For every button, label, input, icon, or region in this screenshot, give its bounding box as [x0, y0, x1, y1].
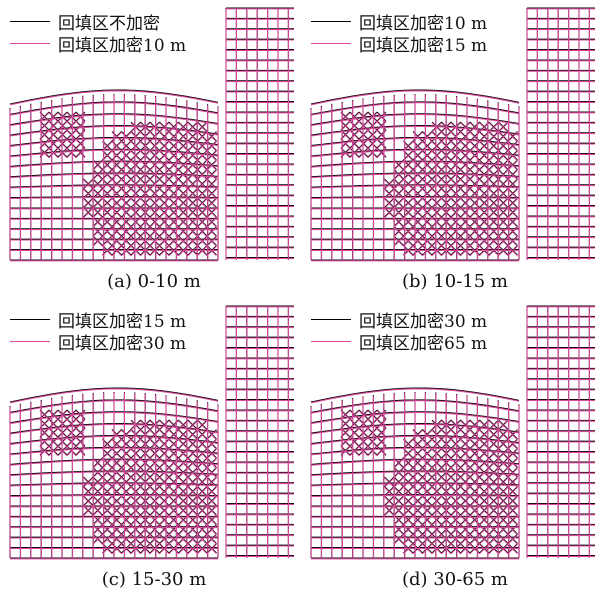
mesh-pink-triangles — [340, 112, 518, 257]
legend-item: 回填区加密10 m — [10, 32, 187, 56]
legend-item: 回填区加密65 m — [311, 330, 488, 354]
legend-line-pink — [10, 340, 50, 342]
legend-line-pink — [311, 42, 351, 44]
mesh-pink-triangles — [340, 410, 518, 555]
legend-line-pink — [311, 340, 351, 342]
legend-line-black — [311, 318, 351, 320]
legend-line-black — [311, 20, 351, 22]
legend-label: 回填区加密30 m — [58, 333, 187, 354]
legend-label: 回填区不加密 — [58, 13, 160, 34]
panel-a: 回填区不加密 回填区加密10 m (a) 0-10 m — [4, 4, 304, 304]
legend-label: 回填区加密15 m — [58, 311, 187, 332]
legend-label: 回填区加密30 m — [359, 311, 488, 332]
legend-label: 回填区加密15 m — [359, 35, 488, 56]
mesh-pink-grid — [310, 306, 595, 560]
legend-item: 回填区加密15 m — [311, 32, 488, 56]
legend-item: 回填区加密30 m — [10, 330, 187, 354]
legend-label: 回填区加密65 m — [359, 333, 488, 354]
legend-c: 回填区加密15 m 回填区加密30 m — [8, 308, 193, 354]
legend-line-pink — [10, 42, 50, 44]
legend-line-black — [10, 20, 50, 22]
panel-b: 回填区加密10 m 回填区加密15 m (b) 10-15 m — [305, 4, 605, 304]
legend-item: 回填区加密30 m — [311, 308, 488, 332]
panel-d: 回填区加密30 m 回填区加密65 m (d) 30-65 m — [305, 302, 605, 602]
mesh-pink-grid — [9, 306, 294, 560]
caption-a: (a) 0-10 m — [107, 271, 201, 292]
legend-d: 回填区加密30 m 回填区加密65 m — [309, 308, 494, 354]
legend-item: 回填区不加密 — [10, 10, 186, 34]
legend-label: 回填区加密10 m — [359, 13, 488, 34]
legend-item: 回填区加密15 m — [10, 308, 187, 332]
caption-d: (d) 30-65 m — [402, 569, 508, 590]
legend-a: 回填区不加密 回填区加密10 m — [8, 10, 193, 56]
mesh-pink-grid — [9, 8, 294, 262]
mesh-pink-grid — [310, 8, 595, 262]
caption-b: (b) 10-15 m — [402, 271, 508, 292]
legend-b: 回填区加密10 m 回填区加密15 m — [309, 10, 494, 56]
legend-item: 回填区加密10 m — [311, 10, 488, 34]
panel-c: 回填区加密15 m 回填区加密30 m (c) 15-30 m — [4, 302, 304, 602]
legend-label: 回填区加密10 m — [58, 35, 187, 56]
mesh-pink-triangles — [39, 112, 217, 257]
legend-line-black — [10, 318, 50, 320]
caption-c: (c) 15-30 m — [101, 569, 207, 590]
mesh-pink-triangles — [39, 410, 217, 555]
